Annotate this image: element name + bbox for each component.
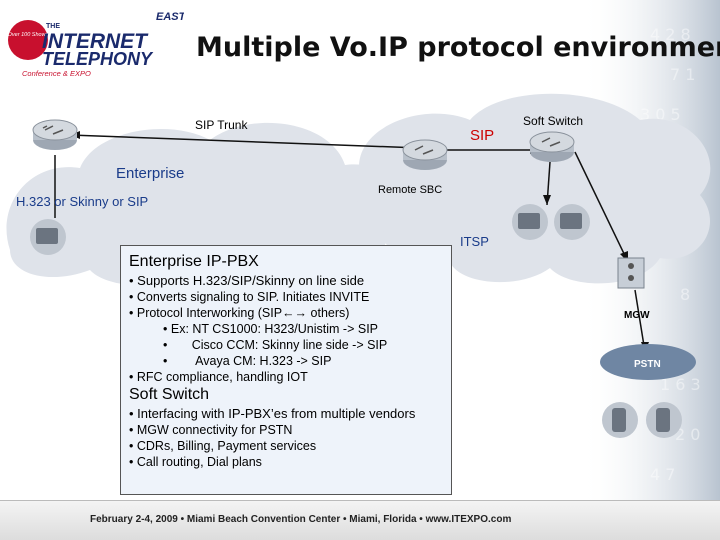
svg-text:4 7: 4 7 [650, 465, 675, 484]
pbx-example: • Avaya CM: H.323 -> SIP [163, 354, 332, 368]
sip-trunk-label: SIP Trunk [195, 118, 248, 132]
pbx-item: • RFC compliance, handling IOT [129, 370, 308, 384]
logo-internet: INTERNET [42, 30, 149, 53]
pbx-heading: Enterprise IP-PBX [129, 253, 259, 270]
pbx-example-text: Cisco CCM: Skinny line side -> SIP [191, 338, 388, 352]
internet-telephony-logo: Over 100 Shows EAST THE INTERNET TELEPHO… [8, 11, 184, 78]
soft-switch-label: Soft Switch [523, 114, 584, 128]
pbx-item: • Protocol Interworking (SIP←→ others) [129, 306, 350, 320]
itsp-phone-icon-1 [512, 204, 548, 240]
enterprise-router-icon [32, 119, 78, 150]
softswitch-item-text: MGW connectivity for PSTN [136, 423, 293, 437]
mgw-pstn-link [634, 289, 646, 353]
remote-sbc-label: Remote SBC [378, 184, 443, 196]
pstn-phone-icon-2 [646, 402, 682, 438]
enterprise-cloud [6, 122, 391, 286]
itsp-phone-icon-2 [554, 204, 590, 240]
svg-text:4 2 8: 4 2 8 [650, 25, 691, 44]
svg-text:1 6 3: 1 6 3 [660, 375, 701, 394]
logo-telephony: TELEPHONY [42, 49, 154, 69]
pbx-example-text: Ex: NT CS1000: H323/Unistim -> SIP [170, 322, 379, 336]
footer-text: February 2-4, 2009 • Miami Beach Convent… [90, 514, 512, 525]
pbx-item-text: Protocol Interworking (SIP←→ others) [136, 306, 350, 320]
pstn-phone-icon-1 [602, 402, 638, 438]
pbx-lead-text: Supports H.323/SIP/Skinny on line side [137, 273, 365, 288]
pstn-cloud [600, 344, 696, 380]
softswitch-item-text: Call routing, Dial plans [136, 455, 262, 469]
softswitch-lead-text: Interfacing with IP-PBX’es from multiple… [137, 406, 416, 421]
sip-label: SIP [470, 127, 495, 144]
mgw-icon [617, 257, 645, 289]
softswitch-item: • MGW connectivity for PSTN [129, 423, 293, 437]
mgw-label: MGW [624, 310, 650, 321]
pbx-example: • Ex: NT CS1000: H323/Unistim -> SIP [163, 322, 379, 336]
network-diagram [6, 93, 711, 438]
remote-sbc-router-icon [402, 139, 448, 170]
enterprise-label: Enterprise [116, 165, 185, 182]
softswitch-lead-item: • Interfacing with IP-PBX’es from multip… [129, 406, 416, 421]
softswitch-item: • Call routing, Dial plans [129, 455, 262, 469]
pbx-item-text: Converts signaling to SIP. Initiates INV… [136, 290, 370, 304]
pbx-item: • Converts signaling to SIP. Initiates I… [129, 290, 370, 304]
slide-title: Multiple Vo.IP protocol environment [196, 32, 720, 63]
h323-label: H.323 or Skinny or SIP [16, 194, 149, 209]
logo-the: THE [46, 23, 60, 30]
footer-bar: February 2-4, 2009 • Miami Beach Convent… [0, 500, 720, 540]
logo-tagline: Conference & EXPO [22, 69, 91, 78]
softswitch-heading: Soft Switch [129, 386, 210, 403]
enterprise-phone-icon [30, 219, 66, 255]
svg-text:2 0: 2 0 [675, 425, 700, 444]
softswitch-mgw-link [574, 151, 629, 263]
pbx-example-text: Avaya CM: H.323 -> SIP [195, 354, 332, 368]
logo-badge: Over 100 Shows [8, 32, 49, 38]
pbx-lead-item: • Supports H.323/SIP/Skinny on line side [129, 273, 365, 288]
itsp-label: ITSP [460, 234, 489, 249]
pbx-item-text: RFC compliance, handling IOT [136, 370, 308, 384]
pstn-label: PSTN [634, 359, 661, 370]
softswitch-item-text: CDRs, Billing, Payment services [136, 439, 317, 453]
softswitch-item: • CDRs, Billing, Payment services [129, 439, 317, 453]
svg-text:7 1: 7 1 [670, 65, 695, 84]
soft-switch-router-icon [529, 131, 575, 162]
svg-text:8: 8 [680, 285, 690, 304]
sip-trunk-link [69, 134, 421, 149]
itsp-cloud [355, 93, 711, 284]
info-box: Enterprise IP-PBX • Supports H.323/SIP/S… [120, 245, 452, 495]
logo-east: EAST [156, 11, 184, 23]
pbx-example: • Cisco CCM: Skinny line side -> SIP [163, 338, 388, 352]
